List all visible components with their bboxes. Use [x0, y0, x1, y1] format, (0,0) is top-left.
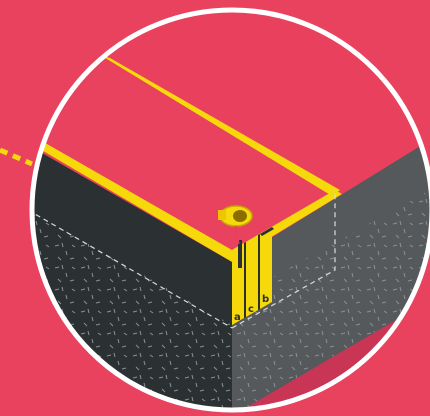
layer-label-a: a	[234, 312, 241, 323]
layer-label-c: c	[248, 304, 254, 315]
layer-label-b: b	[262, 294, 269, 305]
